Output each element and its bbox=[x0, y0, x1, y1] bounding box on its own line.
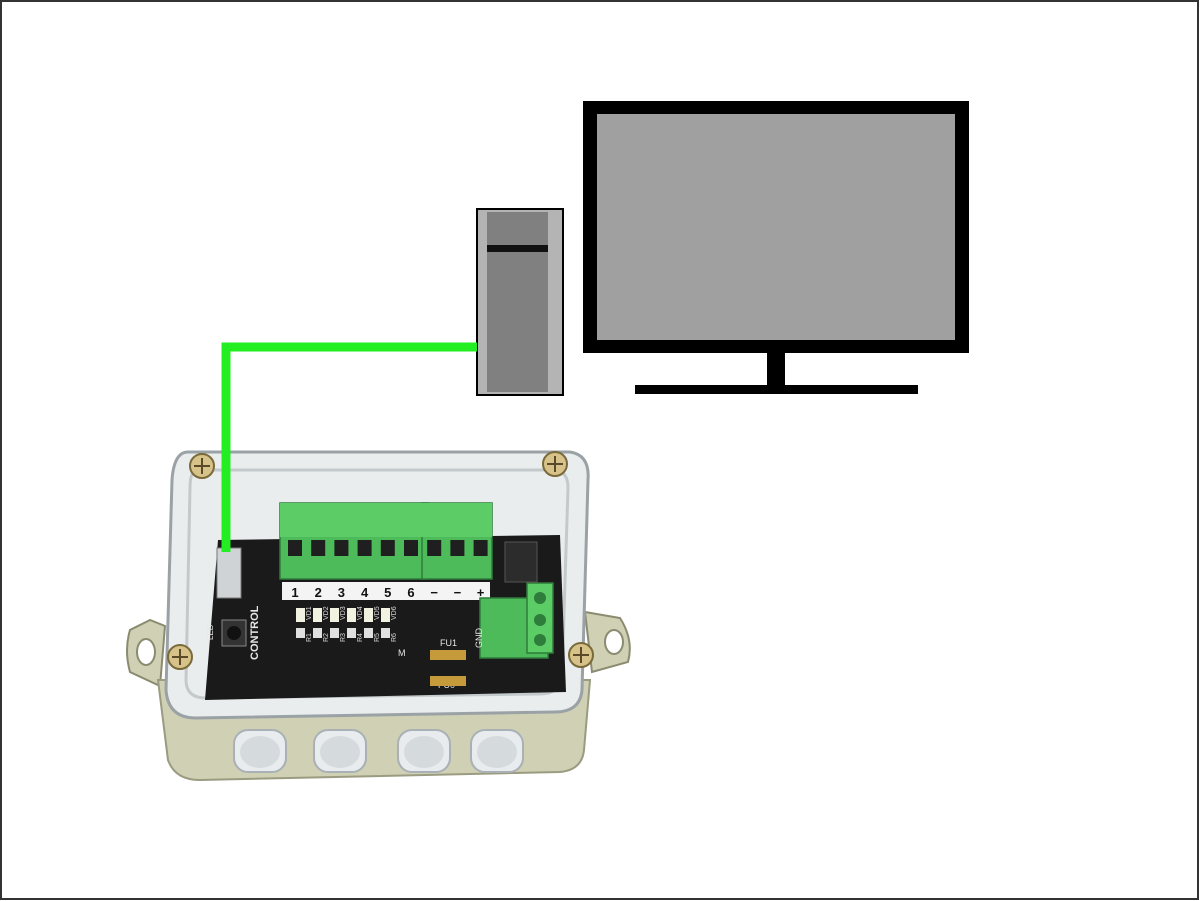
resistor-silkscreen-label: R1 bbox=[306, 633, 313, 642]
m-label: M bbox=[398, 648, 406, 658]
resistor bbox=[347, 628, 356, 638]
resistor bbox=[364, 628, 373, 638]
cable-gland-opening bbox=[320, 736, 360, 768]
resistor-silkscreen-label: R2 bbox=[323, 633, 330, 642]
tower-drive-slot bbox=[487, 245, 548, 252]
control-label: CONTROL bbox=[249, 605, 261, 660]
usb-cable bbox=[221, 342, 477, 552]
cable-gland-opening bbox=[477, 736, 517, 768]
usb-port bbox=[216, 547, 242, 599]
cable-gland-opening bbox=[240, 736, 280, 768]
terminal-block-main bbox=[279, 502, 493, 580]
terminal-label: 1 bbox=[291, 585, 298, 600]
terminal-label: 5 bbox=[384, 585, 391, 600]
led-silkscreen-label: VD4 bbox=[357, 606, 364, 620]
monitor-base bbox=[635, 385, 918, 394]
resistor-silkscreen-label: R4 bbox=[357, 633, 364, 642]
fuse-0 bbox=[430, 676, 466, 686]
fu1-label: FU1 bbox=[440, 638, 457, 648]
terminal-label: − bbox=[430, 585, 438, 600]
led-silkscreen-label: VD2 bbox=[323, 606, 330, 620]
terminal-slot bbox=[404, 540, 418, 556]
terminal-label: 3 bbox=[338, 585, 345, 600]
resistor bbox=[296, 628, 305, 638]
terminal-slot bbox=[473, 540, 488, 556]
terminal-slot bbox=[450, 540, 465, 556]
resistor bbox=[313, 628, 322, 638]
cable-gland-opening bbox=[404, 736, 444, 768]
terminal-label: + bbox=[477, 585, 485, 600]
led-silkscreen-label: VD3 bbox=[340, 606, 347, 620]
terminal-slot bbox=[311, 540, 326, 556]
indicator-led bbox=[364, 608, 373, 622]
led-label: LED bbox=[206, 624, 215, 640]
led-silkscreen-label: VD1 bbox=[306, 606, 313, 620]
resistor-silkscreen-label: R3 bbox=[340, 633, 347, 642]
terminal-slot bbox=[427, 540, 442, 556]
indicator-led bbox=[347, 608, 356, 622]
indicator-led bbox=[330, 608, 339, 622]
terminal-slot bbox=[380, 540, 395, 556]
terminal-label: − bbox=[454, 585, 462, 600]
terminal-label: 2 bbox=[315, 585, 322, 600]
monitor-neck bbox=[767, 353, 785, 385]
lid-screws bbox=[167, 451, 594, 670]
resistor bbox=[381, 628, 390, 638]
indicator-led bbox=[313, 608, 322, 622]
terminal-block-side bbox=[479, 582, 554, 659]
led-silkscreen-label: VD5 bbox=[374, 606, 381, 620]
cable-glands bbox=[233, 729, 524, 773]
terminal-slot bbox=[334, 540, 349, 556]
terminal-label-strip bbox=[282, 582, 490, 600]
monitor-screen bbox=[597, 114, 955, 340]
indicator-led bbox=[296, 608, 305, 622]
resistor-silkscreen-label: R5 bbox=[374, 633, 381, 642]
tower-front-panel bbox=[487, 212, 548, 392]
indicator-led bbox=[381, 608, 390, 622]
jumper-header bbox=[504, 541, 538, 583]
terminal-label: 4 bbox=[361, 585, 369, 600]
terminal-slot bbox=[357, 540, 372, 556]
resistor-silkscreen-label: R6 bbox=[391, 633, 398, 642]
gnd-label: GND bbox=[474, 628, 484, 649]
fuse-1 bbox=[430, 650, 466, 660]
terminal-slot bbox=[288, 540, 302, 556]
terminal-label: 6 bbox=[407, 585, 414, 600]
led-silkscreen-label: VD6 bbox=[391, 606, 398, 620]
pc-tower-icon bbox=[476, 208, 564, 396]
monitor-icon bbox=[583, 101, 969, 394]
resistor bbox=[330, 628, 339, 638]
